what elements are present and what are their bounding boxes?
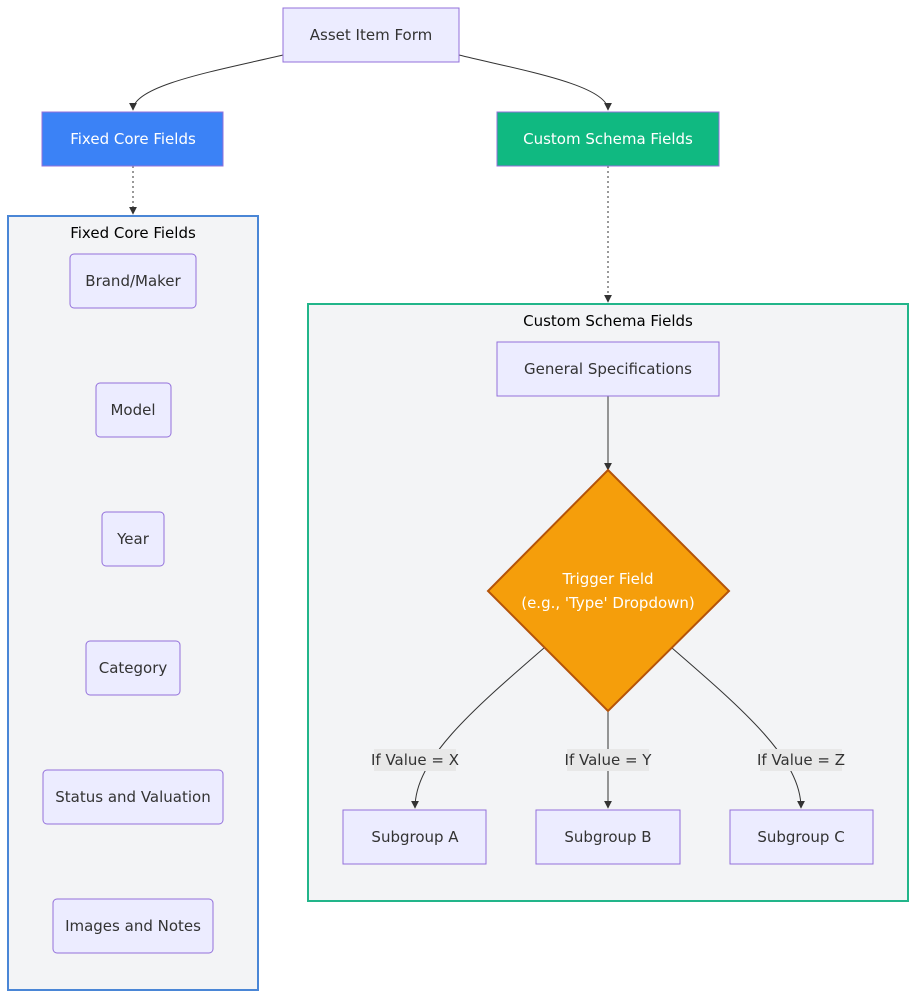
svg-text:Model: Model (110, 401, 155, 419)
custom-schema-fields-cluster-title: Custom Schema Fields (523, 312, 693, 330)
svg-text:Fixed Core Fields: Fixed Core Fields (70, 130, 196, 148)
edge-trigger-to-subgroup-a (411, 647, 545, 809)
edge-trigger-to-subgroup-c (671, 647, 805, 809)
edge-label-z: If Value = Z (757, 749, 845, 771)
svg-text:Custom Schema Fields: Custom Schema Fields (523, 130, 693, 148)
trigger-field-label-line1: Trigger Field (561, 570, 653, 588)
svg-text:Brand/Maker: Brand/Maker (85, 272, 181, 290)
svg-text:Subgroup A: Subgroup A (371, 828, 459, 846)
svg-text:Status and Valuation: Status and Valuation (55, 788, 210, 806)
svg-text:Subgroup B: Subgroup B (564, 828, 651, 846)
node-subgroup-c[interactable]: Subgroup C (729, 809, 874, 865)
edge-label-x: If Value = X (371, 749, 459, 771)
edge-label-y: If Value = Y (565, 749, 653, 771)
svg-text:Year: Year (116, 530, 150, 548)
node-category[interactable]: Category (85, 640, 181, 696)
fixed-core-fields-cluster-title: Fixed Core Fields (70, 224, 196, 242)
node-trigger-field[interactable]: Trigger Field (e.g., 'Type' Dropdown) (486, 468, 731, 713)
edge-form-to-custom (458, 54, 612, 111)
svg-text:Images and Notes: Images and Notes (65, 917, 201, 935)
trigger-field-label-line2: (e.g., 'Type' Dropdown) (521, 594, 695, 612)
fixed-core-fields-cluster: Fixed Core Fields (7, 215, 259, 991)
svg-text:If Value = Y: If Value = Y (565, 751, 653, 769)
node-subgroup-b[interactable]: Subgroup B (535, 809, 681, 865)
svg-text:Category: Category (99, 659, 168, 677)
edge-form-to-fixed (129, 54, 284, 111)
node-fixed-core-fields[interactable]: Fixed Core Fields (41, 111, 224, 167)
svg-text:Asset Item Form: Asset Item Form (310, 26, 432, 44)
node-year[interactable]: Year (101, 511, 165, 567)
node-brand-maker[interactable]: Brand/Maker (69, 253, 197, 309)
node-model[interactable]: Model (95, 382, 172, 438)
node-subgroup-a[interactable]: Subgroup A (342, 809, 487, 865)
node-status-valuation[interactable]: Status and Valuation (42, 769, 224, 825)
node-images-notes[interactable]: Images and Notes (52, 898, 214, 954)
svg-text:General Specifications: General Specifications (524, 360, 692, 378)
node-asset-item-form[interactable]: Asset Item Form (282, 7, 460, 63)
node-custom-schema-fields[interactable]: Custom Schema Fields (496, 111, 720, 167)
svg-text:If Value = Z: If Value = Z (757, 751, 845, 769)
svg-text:If Value = X: If Value = X (371, 751, 459, 769)
svg-text:Subgroup C: Subgroup C (757, 828, 844, 846)
node-general-specifications[interactable]: General Specifications (496, 341, 720, 397)
edges (129, 54, 805, 809)
